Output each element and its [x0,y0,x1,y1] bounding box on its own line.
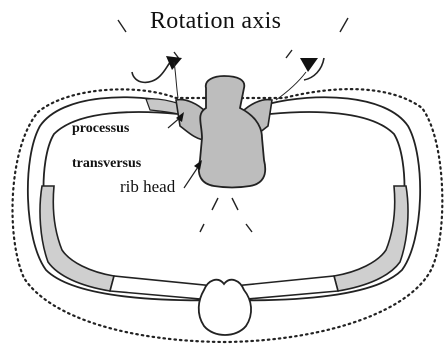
label-processus: processus [72,121,130,136]
sternum [199,280,251,335]
rotation-axis-dash-right [286,50,292,58]
rotation-axis-dash-lower-right-2 [246,224,252,232]
label-transversus: transversus [72,156,142,171]
rotation-axis-tick-left [118,20,126,32]
rotation-link-left [174,62,178,98]
rotation-axis-dash-lower-left [212,198,218,210]
label-rib-head: rib head [120,177,176,196]
rotation-arrow-left [132,60,172,82]
vertebra [199,76,265,188]
rotation-arrowhead-right-icon [300,58,318,72]
rotation-axis-dash-lower-right [232,198,238,210]
title-rotation-axis: Rotation axis [150,8,281,34]
rotation-axis-tick-right [340,18,348,32]
rotation-axis-dash-lower-left-2 [200,224,204,232]
